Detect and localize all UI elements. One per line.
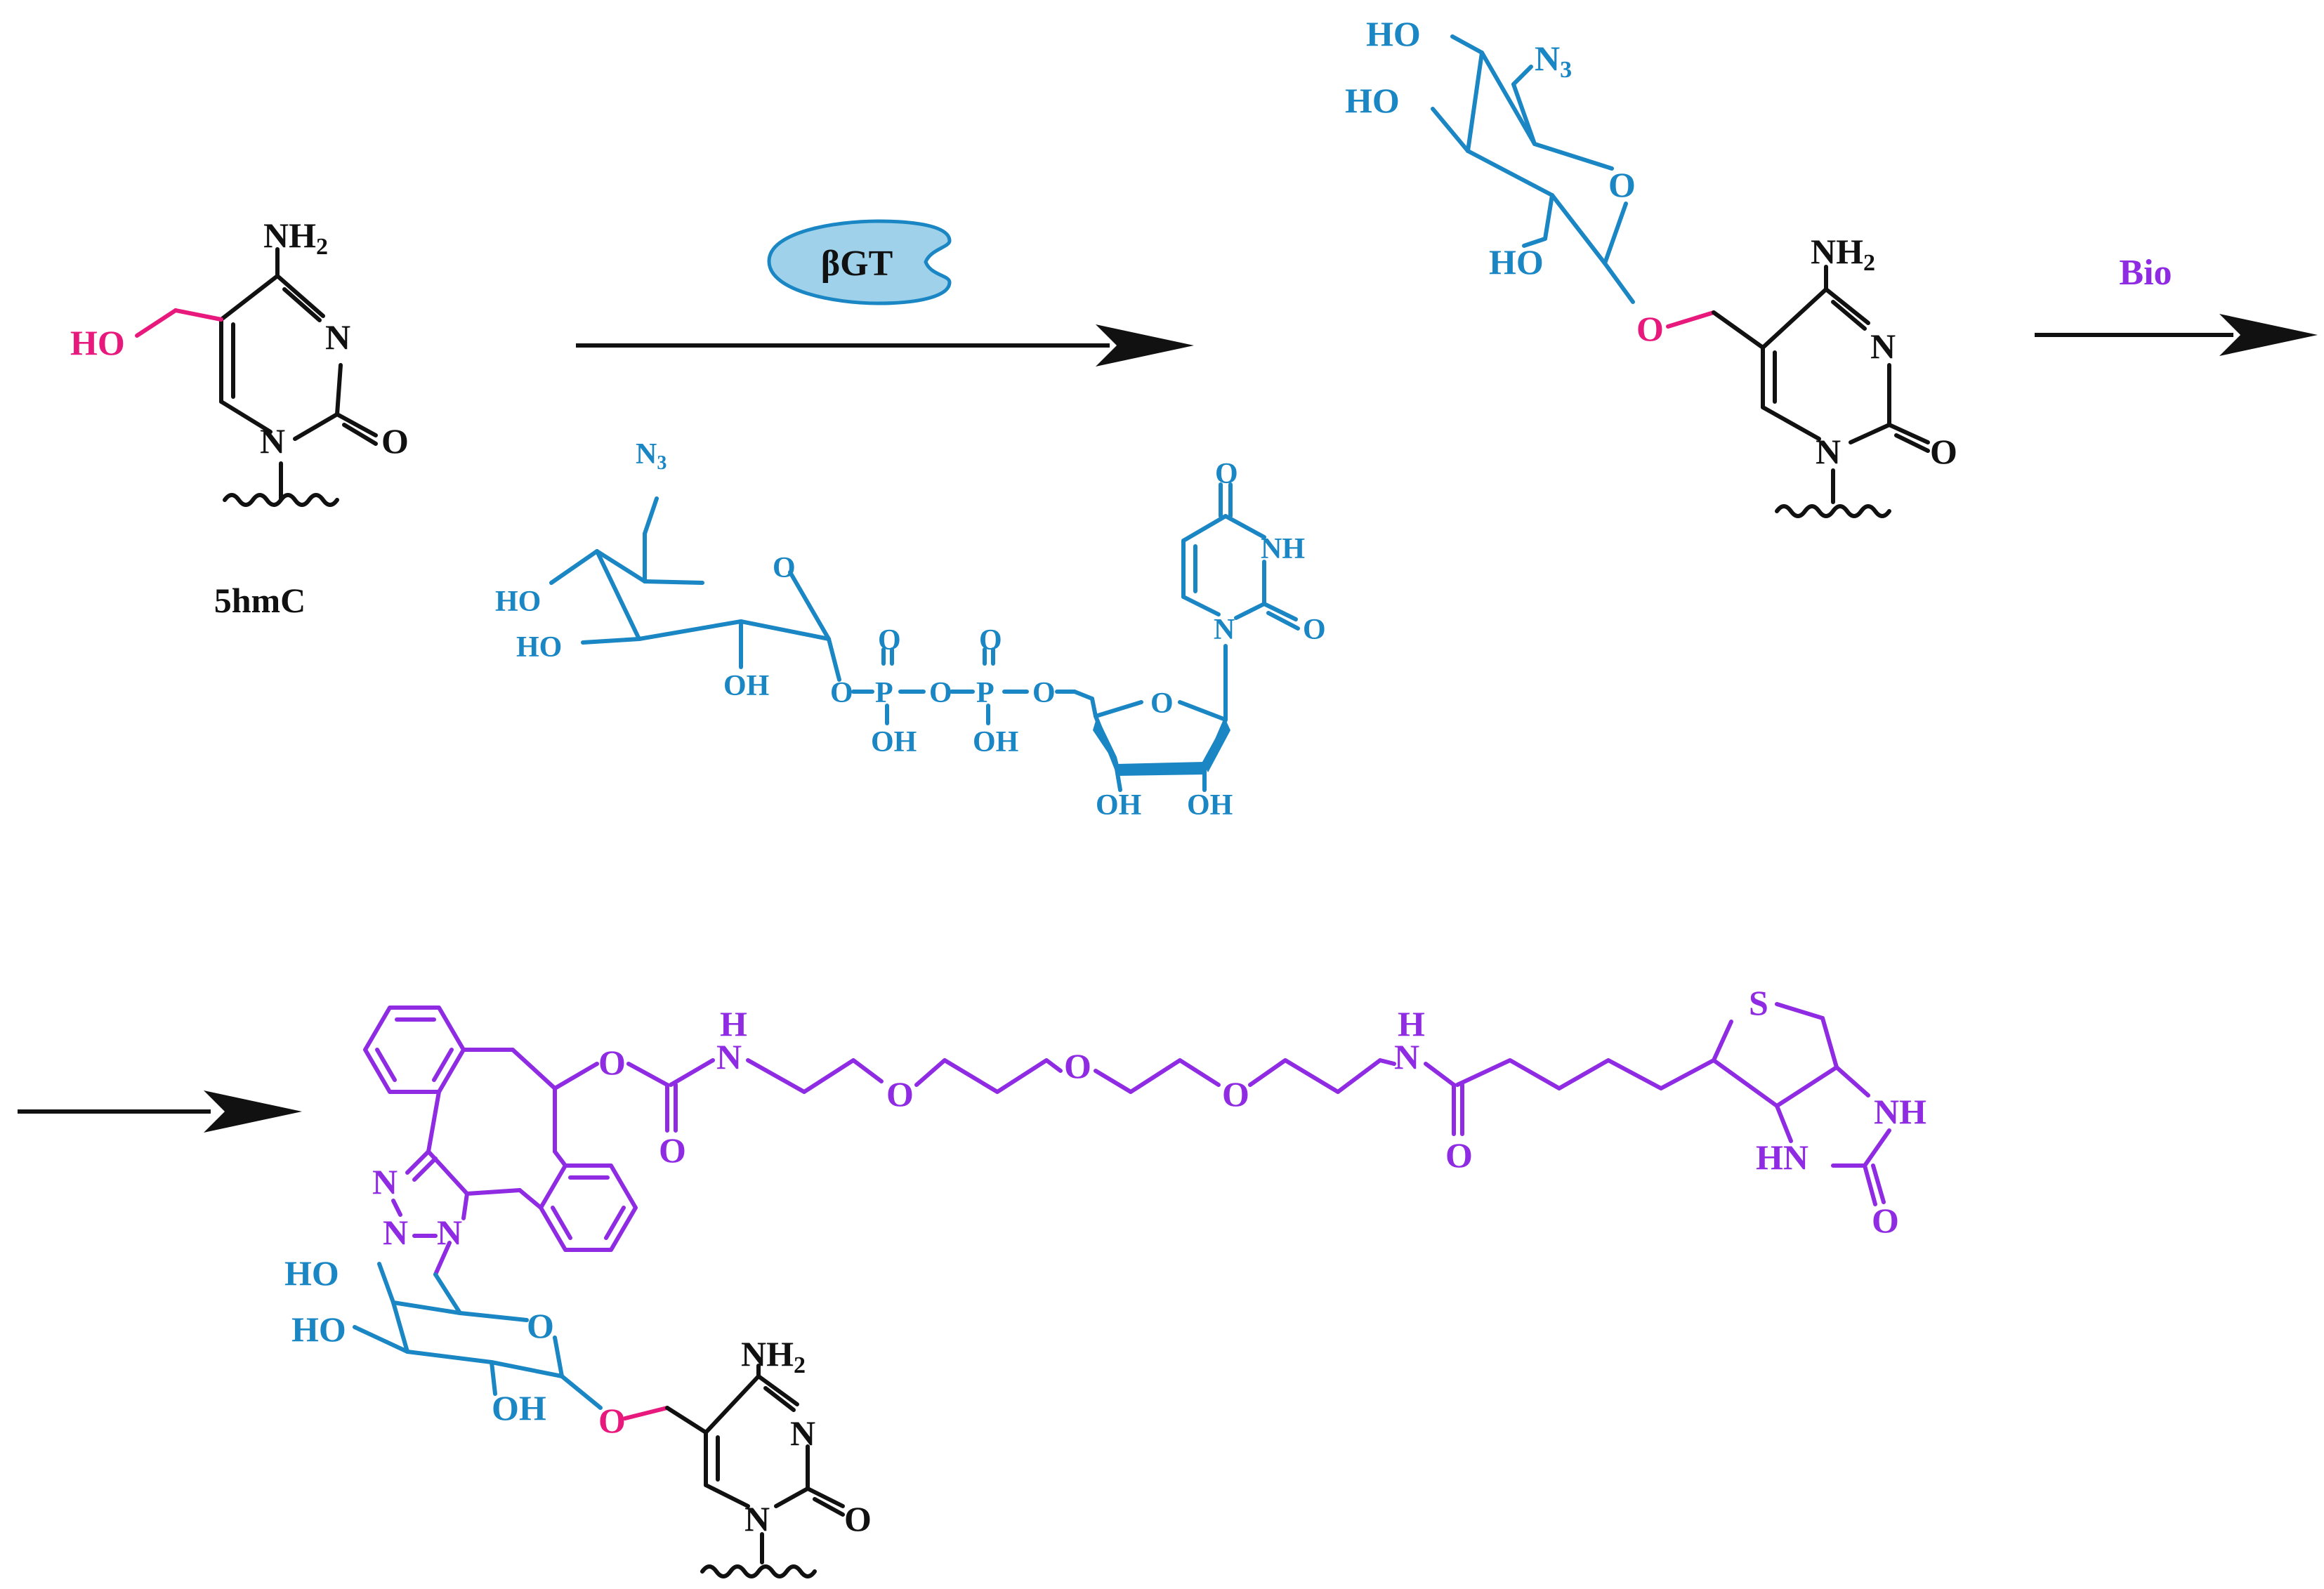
donor-p2: P <box>976 677 994 709</box>
start-carbonyl-o: O <box>381 421 409 461</box>
prod-carbamate-o: O <box>659 1130 686 1170</box>
start-5hmc-bonds <box>135 247 378 507</box>
product-labels: H N O O O O O H N O S NH HN O N N N HO H… <box>284 983 1926 1538</box>
prod-triazole-n-low: N <box>437 1213 462 1252</box>
prod-sugar-oh: OH <box>492 1388 546 1428</box>
int-nh2: NH2 <box>1811 232 1875 276</box>
donor-ring-o: O <box>773 552 796 584</box>
donor-ribose-o: O <box>1150 687 1174 720</box>
prod-sugar-ring-o: O <box>527 1306 554 1345</box>
prod-amide-h: H <box>1398 1004 1425 1043</box>
prod-n3: N <box>790 1413 815 1453</box>
prod-triazole-n-top: N <box>372 1162 398 1201</box>
donor-uracil-o-top: O <box>1215 458 1238 490</box>
product-purple-bonds <box>363 1002 1891 1277</box>
prod-biotin-nh: NH <box>1874 1092 1926 1131</box>
donor-p1-oh: OH <box>871 726 917 758</box>
prod-peg-o3: O <box>1222 1074 1249 1114</box>
donor-ho-b: HO <box>516 631 562 664</box>
prod-biotin-urea-o: O <box>1872 1201 1899 1240</box>
start-ho: HO <box>70 323 125 362</box>
donor-uracil-n1: N <box>1214 614 1235 646</box>
intermediate-bonds <box>1431 34 1930 518</box>
start-5hmc-labels: NH2 N N O HO 5hmC <box>70 216 409 620</box>
donor-labels: N3 O HO HO OH O P O OH O P O OH O O OH O… <box>495 438 1326 822</box>
donor-p2-top-o: O <box>979 624 1002 657</box>
arrow-step2-continued <box>18 1090 302 1133</box>
start-label-5hmc: 5hmC <box>214 581 306 620</box>
donor-ribose-wedges <box>1093 716 1230 776</box>
prod-carbamate-n: N <box>716 1037 742 1076</box>
arrow-step2 <box>2035 314 2318 356</box>
int-ho-top: HO <box>1366 14 1421 53</box>
donor-azide: N3 <box>636 438 667 474</box>
prod-amide-o: O <box>1445 1135 1473 1175</box>
prod-ester-o: O <box>598 1043 626 1082</box>
prod-sugar-ho2: HO <box>291 1310 346 1349</box>
donor-uracil-o-right: O <box>1303 614 1326 646</box>
int-azide: N3 <box>1535 39 1572 83</box>
start-nh2: NH2 <box>263 216 328 260</box>
prod-triazole-n-mid: N <box>383 1213 408 1252</box>
start-n1: N <box>260 421 285 461</box>
start-n3: N <box>325 317 350 357</box>
donor-bonds <box>549 482 1300 792</box>
prod-carbamate-h: H <box>720 1004 747 1043</box>
reagent-bio: Bio <box>2119 253 2172 293</box>
int-ho-mid: HO <box>1345 81 1400 120</box>
arrow-step1 <box>576 324 1194 367</box>
int-carbonyl-o: O <box>1930 432 1957 471</box>
prod-biotin-s: S <box>1749 983 1768 1022</box>
int-n1: N <box>1816 432 1841 471</box>
int-ho-low: HO <box>1489 242 1544 282</box>
int-glyco-o: O <box>1636 309 1664 348</box>
int-ring-o: O <box>1608 165 1636 204</box>
donor-p2-oh: OH <box>973 726 1018 758</box>
prod-nh2: NH2 <box>741 1334 806 1378</box>
prod-amide-n: N <box>1394 1037 1419 1076</box>
donor-ribose-oh2: OH <box>1187 789 1233 822</box>
donor-link-o2: O <box>929 677 952 709</box>
prod-n1: N <box>744 1499 770 1538</box>
prod-glyco-o: O <box>598 1401 626 1440</box>
prod-peg-o1: O <box>886 1074 914 1114</box>
product-blue-black-bonds <box>353 1262 845 1578</box>
donor-p1: P <box>875 677 893 709</box>
prod-carbonyl-o: O <box>844 1499 872 1538</box>
enzyme-bgt: βGT <box>767 219 952 305</box>
donor-p1-top-o: O <box>878 624 901 657</box>
prod-sugar-ho1: HO <box>284 1253 339 1293</box>
donor-link-o3: O <box>1032 677 1056 709</box>
donor-ribose-oh1: OH <box>1096 789 1141 822</box>
enzyme-label: βGT <box>821 244 893 284</box>
prod-peg-o2: O <box>1064 1046 1091 1086</box>
int-n3: N <box>1870 327 1896 366</box>
donor-oh-c: OH <box>723 670 769 702</box>
prod-biotin-hn: HN <box>1756 1138 1808 1177</box>
donor-link-o1: O <box>830 677 853 709</box>
donor-ho-a: HO <box>495 586 541 618</box>
donor-uracil-nh: NH <box>1261 533 1305 565</box>
intermediate-labels: HO N3 HO O HO O NH2 N N O <box>1345 14 1957 471</box>
